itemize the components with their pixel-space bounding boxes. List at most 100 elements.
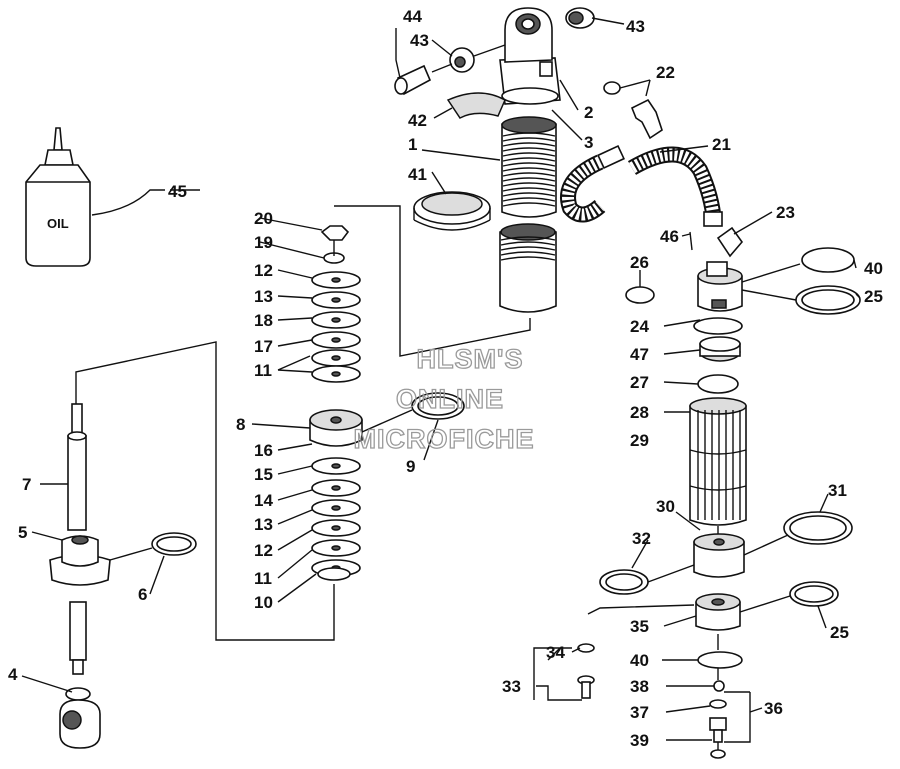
callout-32: 32 [632,529,651,548]
callout-13a: 13 [254,287,273,306]
reservoir-29 [689,397,747,526]
thread-line [500,241,556,246]
pin-46 [689,231,693,251]
callout-5: 5 [18,523,27,542]
washer-4 [65,687,91,701]
callout-40b: 40 [630,651,649,670]
screw-39 [710,749,726,759]
sleeve-44 [394,64,432,96]
callout-19: 19 [254,233,273,252]
reservoir-band [689,485,747,491]
callout-37: 37 [630,703,649,722]
callout-6: 6 [138,585,147,604]
thread-line [502,167,556,172]
washer-37 [709,699,727,709]
callout-34: 34 [546,643,565,662]
thread-line [502,172,556,177]
callout-23: 23 [776,203,795,222]
callout-10: 10 [254,593,273,612]
shim-14-hole [331,505,341,511]
callout-labels: 44 43 43 22 2 42 3 1 41 21 45 20 19 12 1… [8,7,883,750]
clip-9 [411,392,465,420]
callout-42: 42 [408,111,427,130]
thread-line [502,157,556,162]
shim-16-hole [331,463,341,469]
watermark-line-1: HLSM'S [417,344,524,374]
thread-line [502,197,556,202]
callout-31: 31 [828,481,847,500]
callout-4: 4 [8,665,18,684]
callout-33: 33 [502,677,521,696]
bushing-43-left [449,47,475,73]
watermark-line-3: MICROFICHE [354,424,535,454]
callout-36: 36 [764,699,783,718]
shaft-lower [69,601,87,675]
fitting-22 [630,98,663,140]
callout-1: 1 [408,135,417,154]
callout-29: 29 [630,431,649,450]
o-ring-34 [577,643,595,653]
ring-31 [783,511,853,545]
reservoir-end-30 [693,533,745,578]
thread-line [502,177,556,182]
callout-39: 39 [630,731,649,750]
callout-11a: 11 [254,361,272,380]
shock-body-1 [501,116,557,218]
piston-8 [309,409,363,447]
callout-30: 30 [656,497,675,516]
callout-43b: 43 [626,17,645,36]
shaft-7 [67,403,87,531]
shock-body-lower [499,223,557,313]
hose-21 [560,144,723,227]
callout-18: 18 [254,311,273,330]
callout-25a: 25 [864,287,883,306]
bushing-43-right [565,7,595,29]
o-ring-47 [693,317,743,335]
thread-line [502,137,556,142]
ball-38 [713,680,725,692]
clip-32 [599,569,649,595]
callout-17: 17 [254,337,273,356]
shield-42 [446,92,506,119]
callout-22: 22 [656,63,675,82]
reservoir-cap-24 [697,261,743,312]
thread-line [500,256,556,261]
callout-43a: 43 [410,31,429,50]
thread-line [502,202,556,207]
shim-15-hole [331,485,341,491]
callout-28: 28 [630,403,649,422]
callout-7: 7 [22,475,31,494]
piston-27 [699,336,741,362]
callout-13b: 13 [254,515,273,534]
callout-24: 24 [630,317,649,336]
o-ring-22 [603,81,621,95]
callout-41: 41 [408,165,427,184]
oil-bottle: OIL [25,127,91,267]
end-cap-35 [695,593,741,631]
shim-11-upper-hole [331,355,341,361]
ring-6 [151,532,197,556]
o-ring-40-top [801,247,855,273]
shim-10 [317,567,351,581]
shim-18-hole [331,317,341,323]
elbow-23 [716,226,744,258]
thread-line [502,187,556,192]
thread-line [502,132,556,137]
callout-3: 3 [584,133,593,152]
reservoir-band [689,449,747,455]
callout-14: 14 [254,491,273,510]
retainer-ring-41 [413,191,491,231]
callout-26: 26 [630,253,649,272]
thread-line [500,246,556,251]
watermark-line-2: ONLINE [396,384,504,414]
shim-12b-hole [331,545,341,551]
callout-9: 9 [406,457,415,476]
callout-8: 8 [236,415,245,434]
shim-17-hole [331,337,341,343]
lower-eye [59,699,101,749]
callout-12b: 12 [254,541,273,560]
thread-line [502,152,556,157]
callout-12a: 12 [254,261,273,280]
thread-line [502,142,556,147]
